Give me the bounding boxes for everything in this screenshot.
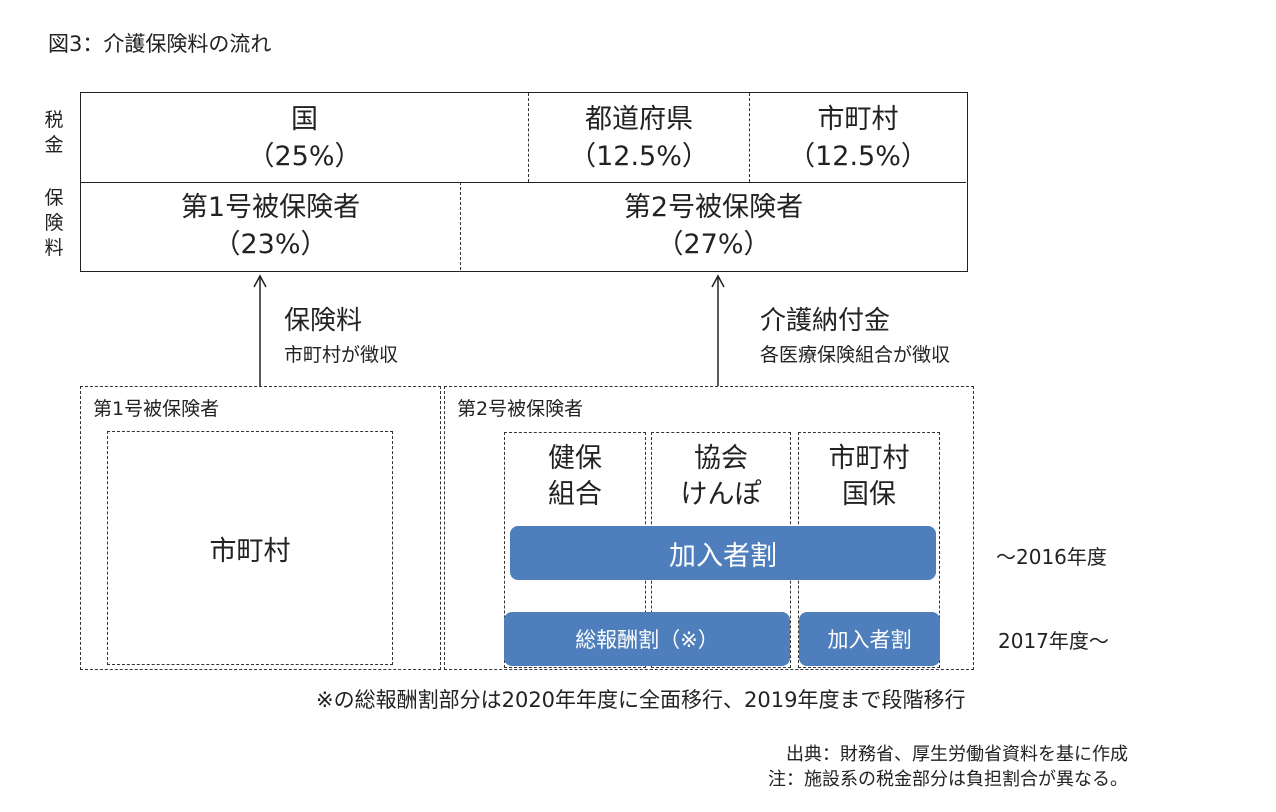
cell-pct: （12.5%）: [569, 141, 709, 172]
side-label-tax: 税 金: [44, 109, 64, 156]
arrow-left-head: [253, 274, 267, 288]
col-line1: 健保: [548, 443, 602, 474]
period-until-2016: ～2016年度: [996, 545, 1107, 569]
cell-name: 第1号被保険者: [180, 192, 361, 223]
second-insured-label: 第2号被保険者: [457, 398, 584, 420]
row-divider: [81, 182, 966, 183]
kenpo-union-label: 健保 組合: [504, 440, 646, 514]
cell-second-insured: 第2号被保険者 （27%）: [461, 185, 966, 267]
col-line2: けんぽ: [680, 479, 762, 510]
first-insured-box: 第1号被保険者 市町村: [80, 386, 441, 670]
footnote: ※の総報酬割部分は2020年年度に全面移行、2019年度まで段階移行: [316, 688, 966, 712]
cell-pct: （27%）: [656, 229, 771, 260]
arrow-right-head: [711, 274, 725, 288]
cell-name: 都道府県: [585, 104, 693, 135]
cell-pct: （23%）: [213, 229, 328, 260]
col-line1: 市町村: [828, 443, 910, 474]
col-line1: 協会: [694, 443, 748, 474]
cell-first-insured: 第1号被保険者 （23%）: [81, 185, 460, 267]
cell-municipality: 市町村 （12.5%）: [750, 97, 966, 179]
col-line2: 国保: [842, 479, 896, 510]
cell-name: 国: [291, 104, 318, 135]
flow-right-sub: 各医療保険組合が徴収: [760, 344, 951, 366]
side-label-premium: 保 険 料: [44, 187, 64, 259]
note-text: 注：施設系の税金部分は負担割合が異なる。: [768, 769, 1128, 790]
flow-left-sub: 市町村が徴収: [284, 344, 399, 366]
col-divider: [749, 93, 750, 182]
col-line2: 組合: [548, 479, 602, 510]
period-from-2017: 2017年度～: [998, 629, 1109, 653]
figure-title: 図3：介護保険料の流れ: [48, 32, 272, 56]
bar-kanyu-2016: 加入者割: [510, 526, 936, 580]
cell-name: 第2号被保険者: [623, 192, 804, 223]
flow-right-title: 介護納付金: [760, 306, 891, 336]
cell-national: 国 （25%）: [81, 97, 528, 179]
municipal-nhi-label: 市町村 国保: [798, 440, 940, 514]
flow-left-title: 保険料: [284, 306, 363, 336]
kyokai-kenpo-label: 協会 けんぽ: [651, 440, 791, 514]
cell-prefecture: 都道府県 （12.5%）: [529, 97, 749, 179]
second-insured-box: 第2号被保険者: [444, 386, 974, 670]
col-divider: [528, 93, 529, 182]
first-insured-label: 第1号被保険者: [93, 398, 220, 420]
municipality-box: 市町村: [107, 431, 393, 665]
source-text: 出典：財務省、厚生労働省資料を基に作成: [786, 744, 1128, 765]
municipality-label: 市町村: [209, 535, 291, 567]
funding-share-table: 国 （25%） 都道府県 （12.5%） 市町村 （12.5%） 第1号被保険者…: [80, 92, 968, 272]
bar-soho-2017: 総報酬割（※）: [504, 612, 790, 666]
cell-name: 市町村: [817, 104, 899, 135]
cell-pct: （12.5%）: [788, 141, 928, 172]
col-divider: [460, 182, 461, 270]
cell-pct: （25%）: [247, 141, 362, 172]
bar-label: 加入者割: [669, 540, 777, 572]
bar-kanyu-2017: 加入者割: [799, 612, 940, 666]
bar-label: 加入者割: [827, 628, 912, 652]
bar-label: 総報酬割（※）: [575, 628, 719, 652]
